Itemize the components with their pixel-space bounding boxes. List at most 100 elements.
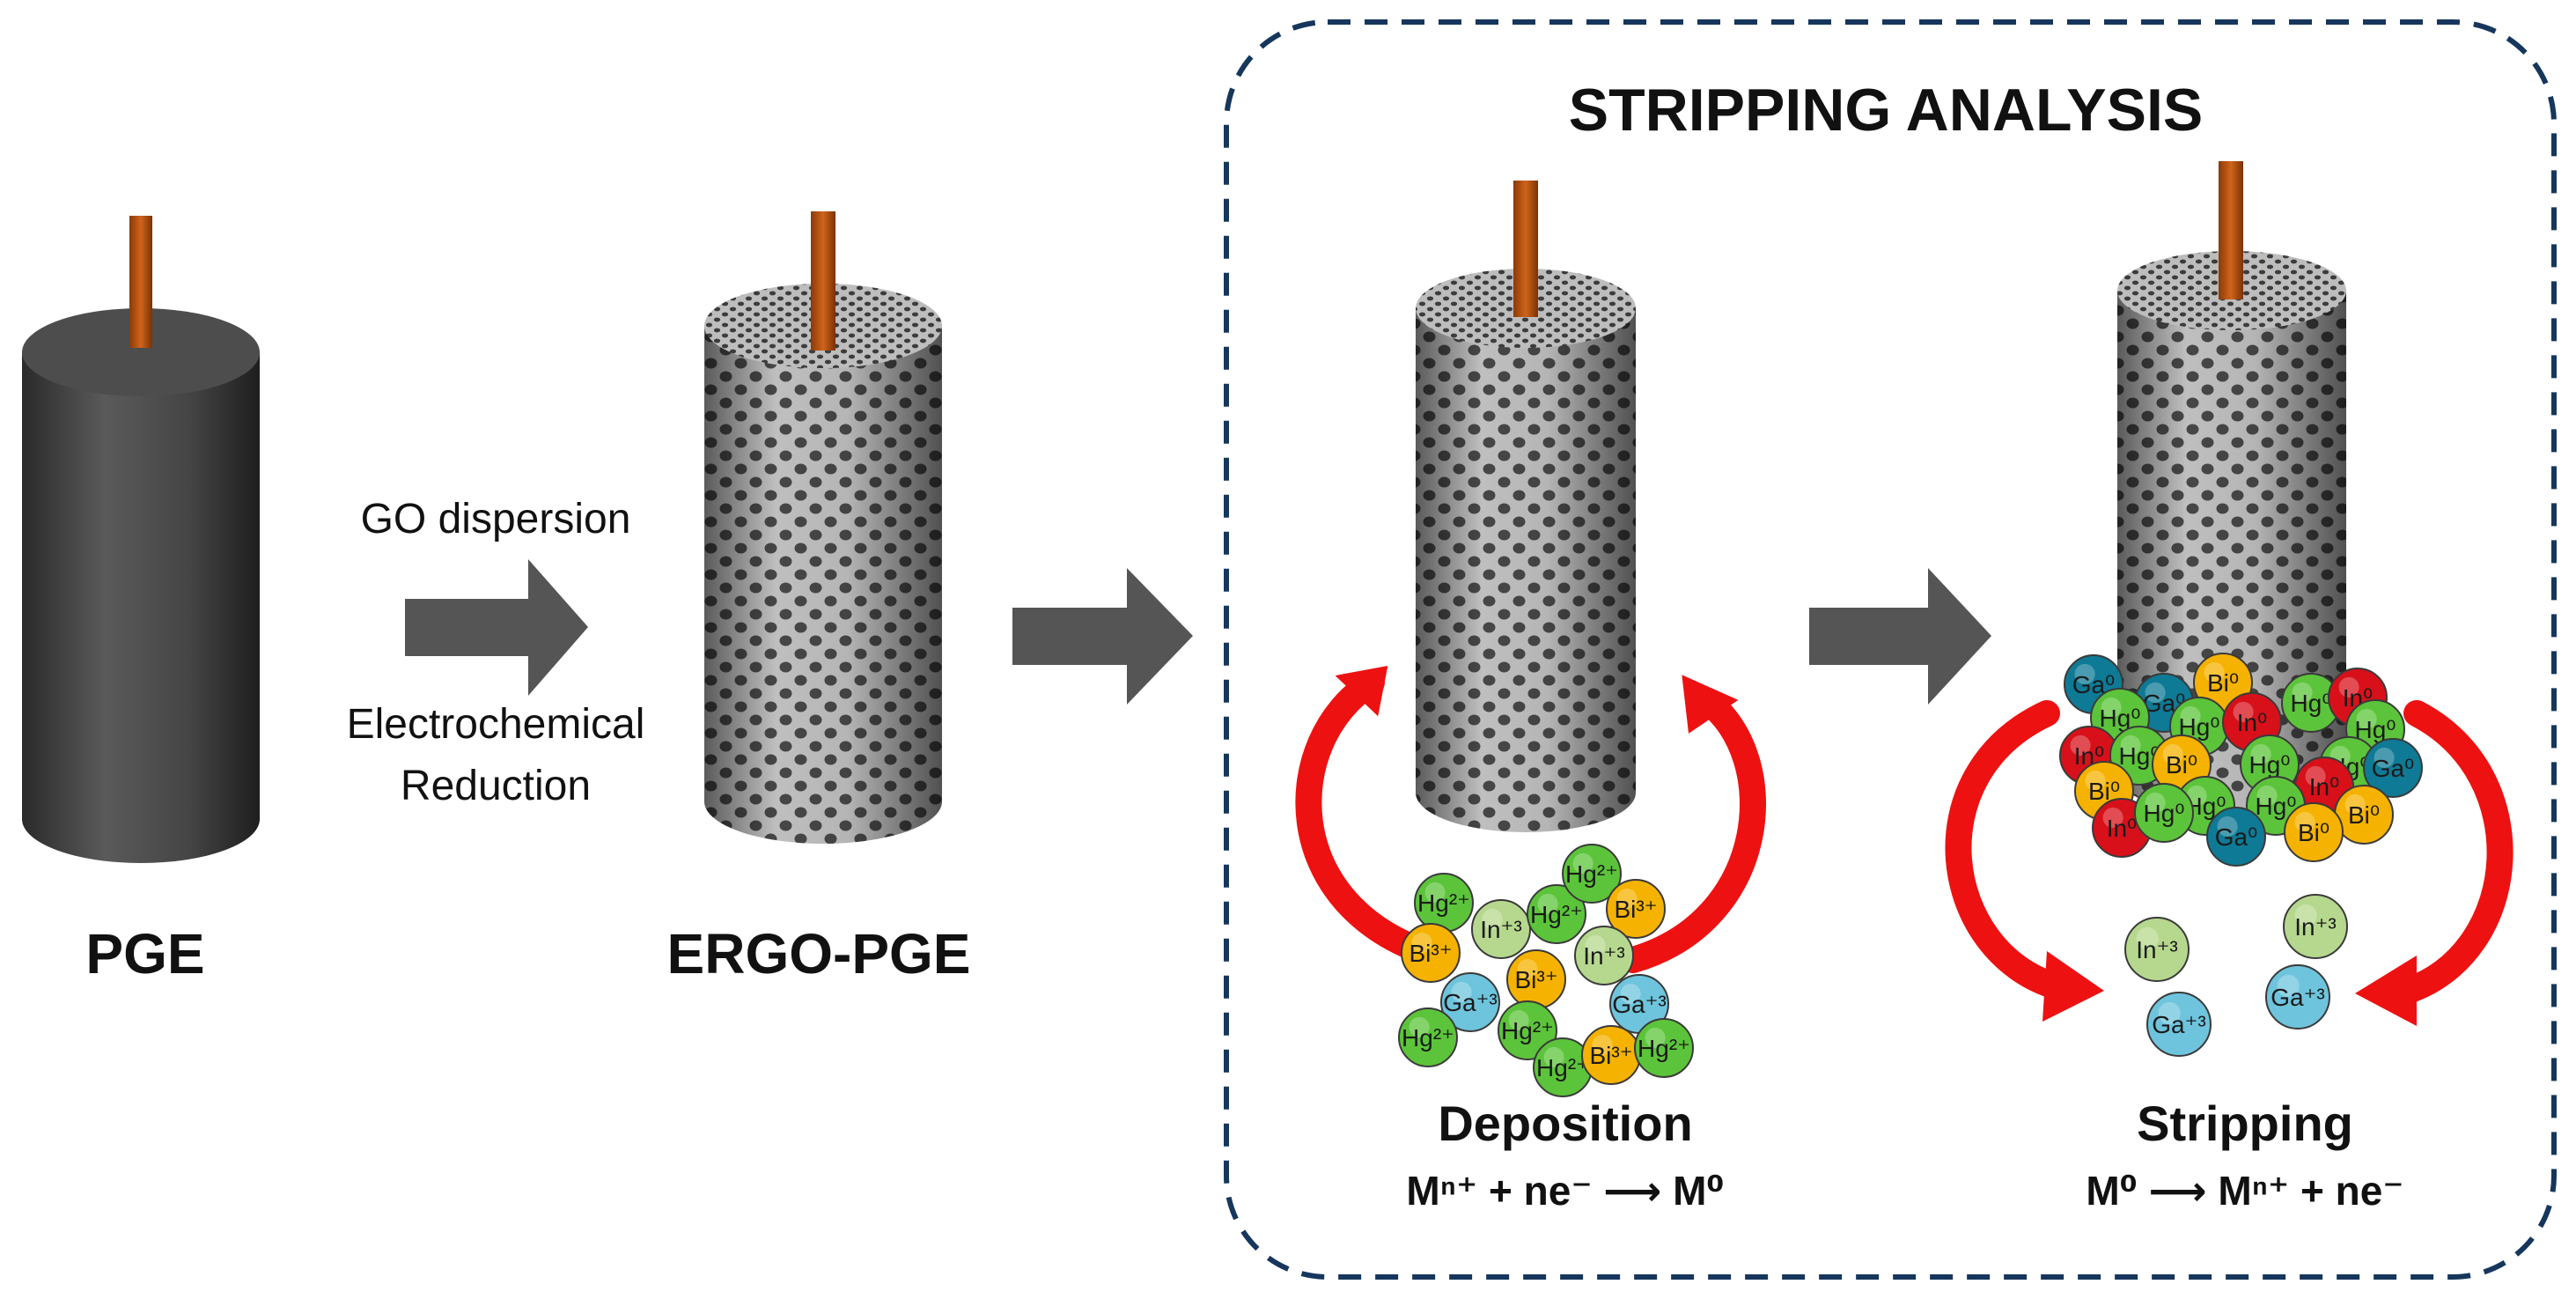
ion-sphere (1527, 884, 1586, 944)
ion-sphere (1471, 899, 1531, 959)
deposition-equation: Mⁿ⁺ + ne⁻ ⟶ M⁰ (1406, 1168, 1724, 1214)
ion-label: In⁺³ (1583, 942, 1624, 970)
deposition-electrode (1416, 181, 1636, 832)
process-step-bottom-label-2: Reduction (401, 763, 591, 809)
ergo-pge-electrode (704, 211, 942, 844)
ion-hg: Hg²⁺ (1498, 1000, 1557, 1060)
pge-electrode (22, 216, 260, 863)
ion-label: Hg⁰ (2143, 800, 2184, 827)
ion-label: In⁰ (2107, 815, 2138, 842)
process-arrow-1 (405, 559, 588, 696)
ion-hg: Hg²⁺ (1527, 884, 1586, 944)
ion-in-metal: In⁰ (2092, 798, 2152, 858)
ion-ga-ion: Ga⁺³ (1440, 972, 1500, 1032)
ion-sphere (2283, 894, 2348, 959)
ion-sphere (1401, 923, 1461, 983)
stripping-analysis-title: STRIPPING ANALYSIS (1569, 77, 2203, 144)
deposition-label: Deposition (1438, 1096, 1692, 1151)
ion-in-ion: In⁺³ (2283, 894, 2348, 959)
ion-bi: Bi³⁺ (1606, 879, 1666, 939)
ion-sphere (2206, 807, 2266, 867)
deposition-red-arrow-right (1620, 687, 1766, 973)
process-step-bottom-label-1: Electrochemical (347, 701, 645, 748)
ion-label: Bi⁰ (2348, 801, 2380, 829)
ion-label: In⁺³ (2136, 936, 2177, 963)
ion-label: Ga⁺³ (2152, 1011, 2205, 1038)
ion-label: Bi³⁺ (1409, 940, 1453, 967)
stripping-wire (2219, 161, 2243, 299)
ion-label: Hg²⁺ (1536, 1054, 1589, 1081)
ion-sphere (2265, 964, 2330, 1030)
ion-ga-metal: Ga⁰ (2363, 738, 2423, 798)
ion-bi: Bi⁰ (2284, 802, 2344, 862)
stripping-red-arrow-right-head (2355, 956, 2417, 1026)
stripping-red-arrow-right (2395, 700, 2513, 1004)
stripping-released-ions: In⁺³ In⁺³ Ga⁺³ Ga⁺³ (2124, 894, 2348, 1057)
ergo-wire (811, 211, 835, 351)
ion-label: Bi⁰ (2166, 751, 2197, 779)
stripping-label: Stripping (2137, 1096, 2353, 1151)
ion-label: Ga⁺³ (1443, 989, 1497, 1016)
ion-hg: Hg²⁺ (1533, 1037, 1593, 1097)
ion-ga-ion: Ga⁺³ (1609, 974, 1669, 1034)
ion-label: In⁺³ (1480, 916, 1521, 943)
ion-hg: Hg²⁺ (1414, 873, 1474, 933)
ion-label: Hg⁰ (2290, 690, 2331, 717)
ion-ga-metal: Ga⁰ (2206, 807, 2266, 867)
ion-label: Bi³⁺ (1615, 896, 1658, 923)
ion-label: In⁰ (2309, 773, 2340, 801)
ion-in-ion: In⁺³ (1471, 899, 1531, 959)
stripping-red-arrow-left-head (2042, 951, 2104, 1022)
deposition-red-arrow-left-head (1335, 665, 1388, 717)
ion-sphere (2146, 992, 2212, 1057)
ion-bi: Bi³⁺ (1581, 1025, 1641, 1085)
ion-bi: Bi⁰ (2152, 734, 2212, 794)
ion-label: In⁰ (2237, 709, 2268, 736)
ion-label: Hg²⁺ (1530, 901, 1583, 928)
process-arrow-2 (1012, 568, 1193, 705)
ion-label: Bi⁰ (2298, 819, 2329, 846)
pge-body (22, 352, 260, 863)
ion-sphere (1606, 879, 1666, 939)
ion-label: Hg²⁺ (1565, 860, 1618, 888)
ion-sphere (1574, 926, 1634, 985)
ion-ga-ion: Ga⁺³ (2265, 964, 2330, 1030)
ion-sphere (1398, 1007, 1458, 1067)
ion-bi: Bi⁰ (2334, 785, 2394, 845)
pge-top (22, 308, 260, 396)
ion-in-ion: In⁺³ (1574, 926, 1634, 985)
ion-sphere (1634, 1018, 1694, 1078)
ion-sphere (2284, 802, 2344, 862)
deposition-wire (1513, 181, 1538, 317)
stripping-analysis-frame (1224, 19, 2557, 1280)
deposition-red-arrow-right-head (1682, 675, 1739, 734)
ion-label: Hg⁰ (2248, 751, 2290, 779)
ion-hg: Hg²⁺ (1634, 1018, 1694, 1078)
ion-label: Hg²⁺ (1417, 889, 1470, 917)
deposition-ion-cluster: Hg²⁺In⁺³Hg²⁺Hg²⁺Bi³⁺Bi³⁺In⁺³Ga⁺³Bi³⁺Ga⁺³… (1398, 844, 1694, 1097)
ion-label: Hg²⁺ (1501, 1017, 1554, 1044)
ion-label: Ga⁺³ (1612, 991, 1666, 1018)
ion-label: Ga⁰ (2372, 755, 2415, 782)
ion-label: In⁺³ (2294, 913, 2336, 941)
ion-bi: Bi³⁺ (1506, 949, 1566, 1009)
process-step-top-label: GO dispersion (361, 496, 631, 542)
pge-label: PGE (85, 922, 204, 985)
ion-hg: Hg²⁺ (1562, 844, 1622, 904)
stripping-red-arrow-left (1945, 700, 2069, 1000)
ion-ga-ion: Ga⁺³ (2146, 992, 2212, 1057)
ion-label: Bi⁰ (2207, 669, 2239, 697)
ion-hg: Hg²⁺ (1398, 1007, 1458, 1067)
ion-hg: Hg⁰ (2134, 783, 2194, 843)
ion-label: Ga⁰ (2215, 823, 2258, 851)
ion-hg: Hg⁰ (2281, 673, 2341, 733)
ion-sphere (2134, 783, 2194, 843)
ion-label: Ga⁺³ (2271, 984, 2324, 1011)
process-arrow-3 (1809, 568, 1991, 705)
ion-sphere (2124, 917, 2190, 982)
ion-bi: Bi³⁺ (1401, 923, 1461, 983)
deposition-red-arrow-left (1295, 669, 1448, 969)
ion-sphere (1440, 972, 1500, 1032)
